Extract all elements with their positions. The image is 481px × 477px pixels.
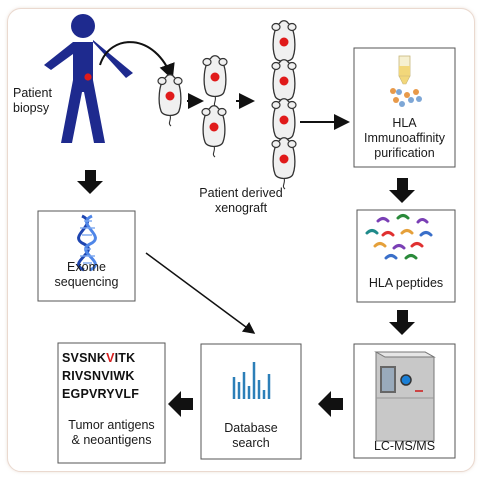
patient-biopsy-label: Patient biopsy [13,86,52,115]
down-arrow [389,310,415,335]
database-box [200,343,302,460]
peptides-icon [365,214,433,260]
mouse-icon [271,137,297,190]
mouse-icon [157,74,183,127]
column-icon [390,55,422,107]
tumor-antigen-label: Tumor antigens & neoantigens [68,418,155,447]
implant-arrow [99,41,175,80]
database-label: Database search [224,421,278,450]
mass-spec-icon [374,351,436,442]
mouse-icon [202,55,228,108]
peptide-sequence: SVSNKVITK [62,351,136,365]
hla-peptides-label: HLA peptides [368,276,444,290]
peptide-sequence: RIVSNVIWK [62,369,135,383]
tumor-antigen-box [57,342,166,464]
patient-figure [44,14,133,143]
left-arrow [168,391,193,417]
exome-label: Exome sequencing [54,260,119,289]
pdx-label: Patient derived xenograft [199,186,283,215]
hla-ip-label: HLA Immunoaffinity purification [363,116,446,160]
left-arrow [318,391,343,417]
peptide-sequence: EGPVRYVLF [62,387,140,401]
down-arrow [77,170,103,194]
exome-to-db-arrow [145,252,256,334]
spectrum-icon [232,362,271,399]
mouse-icon [201,105,227,158]
dna-icon [77,214,97,272]
down-arrow [389,178,415,203]
lcms-label: LC-MS/MS [373,439,436,453]
